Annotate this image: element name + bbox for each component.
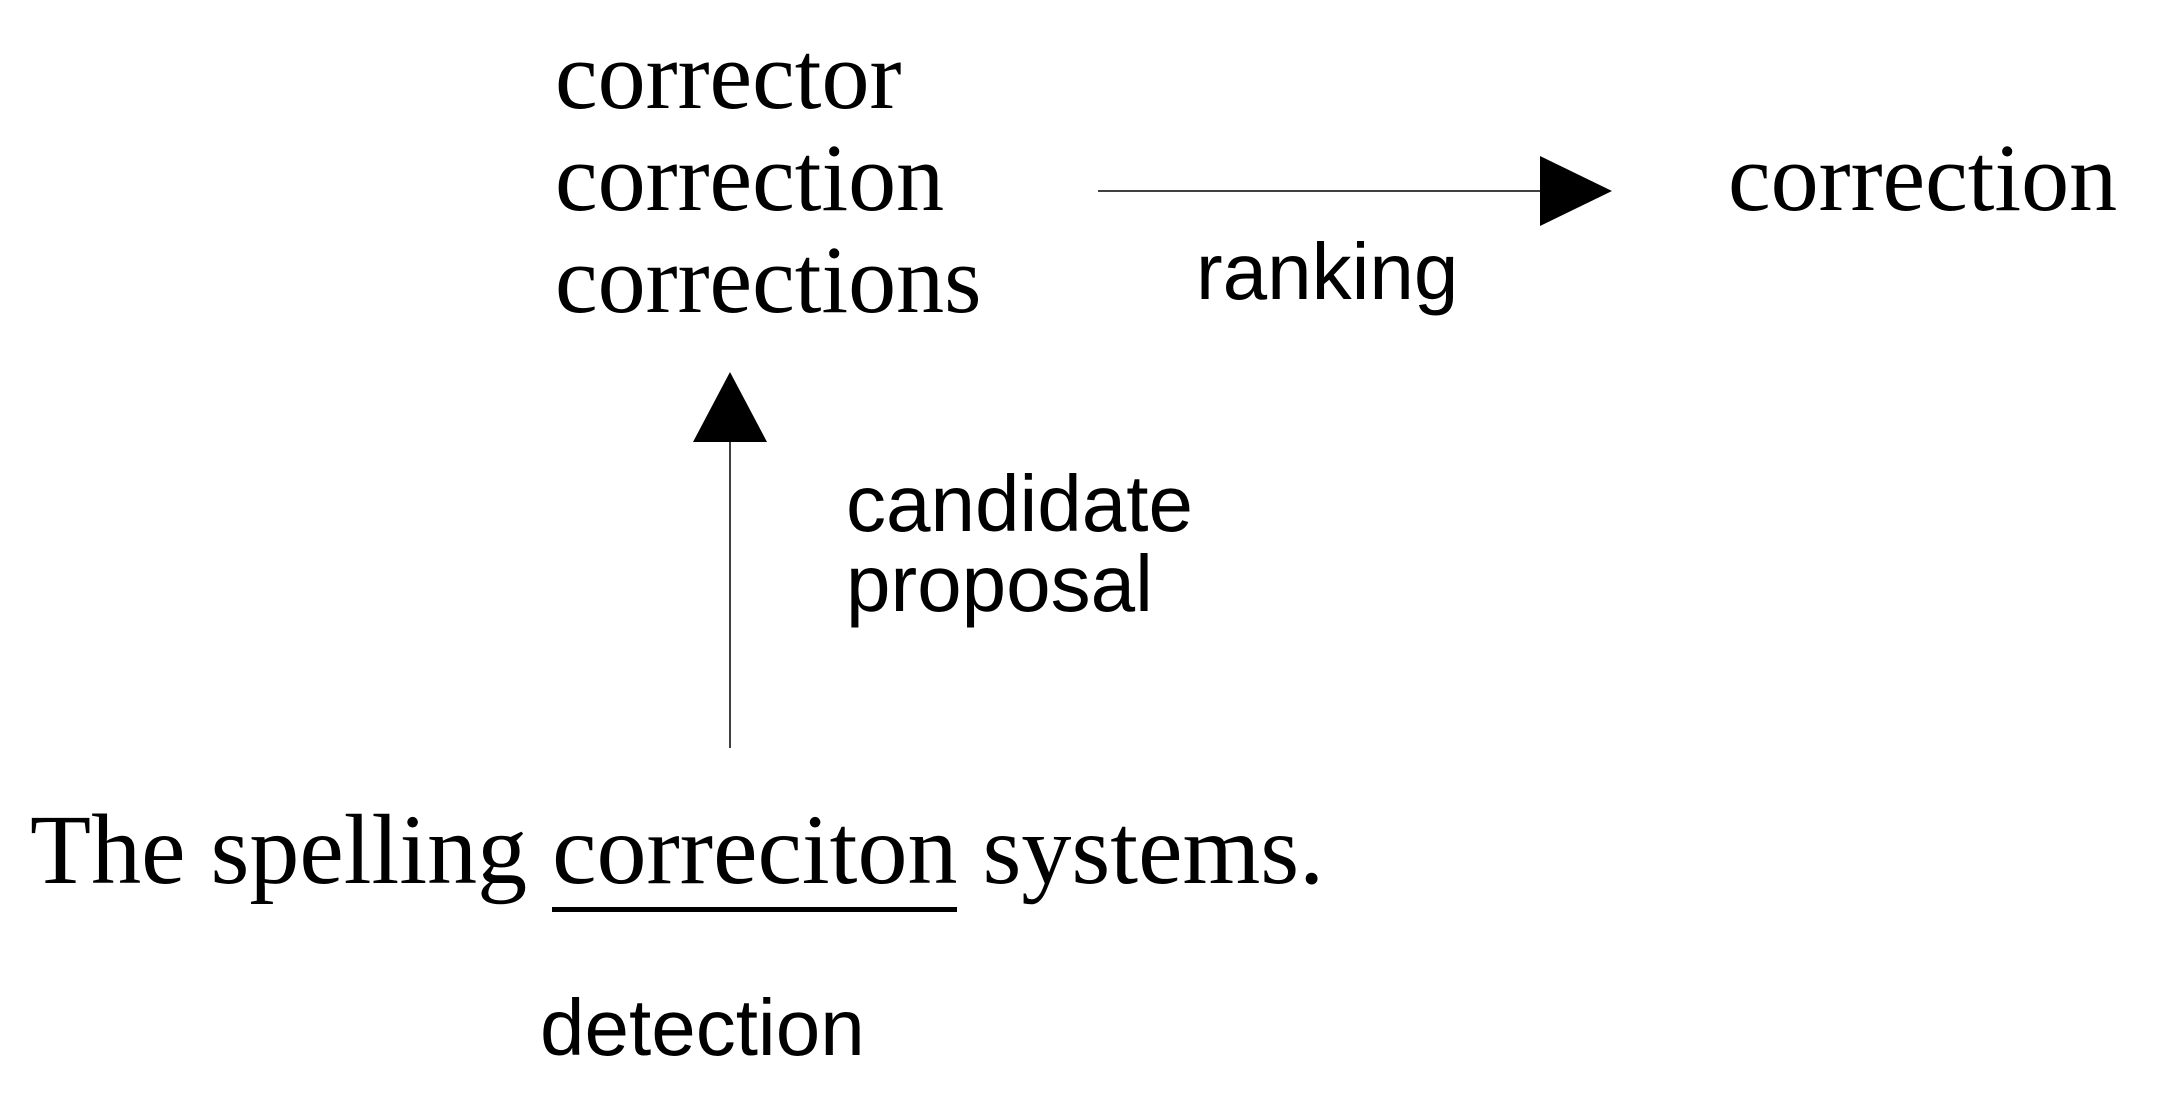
detection-label: detection — [540, 983, 865, 1072]
proposal-label-line: candidate — [846, 459, 1193, 548]
candidate-item: correction — [555, 124, 945, 231]
candidate-proposal-label: candidate proposal — [846, 464, 1193, 624]
proposal-arrowhead — [693, 372, 767, 442]
sentence-suffix: systems. — [982, 794, 1325, 905]
input-sentence: The spelling correciton systems. — [30, 794, 1324, 912]
proposal-label-line: proposal — [846, 539, 1153, 628]
candidate-item: corrections — [555, 226, 982, 333]
sentence-prefix: The spelling — [30, 794, 528, 905]
candidate-list: corrector correction corrections — [555, 28, 981, 334]
misspelled-word: correciton — [552, 794, 958, 912]
ranking-label: ranking — [1196, 227, 1459, 316]
candidate-item: corrector — [555, 22, 902, 129]
ranking-arrowhead — [1540, 156, 1612, 226]
selected-correction: correction — [1728, 124, 2118, 231]
